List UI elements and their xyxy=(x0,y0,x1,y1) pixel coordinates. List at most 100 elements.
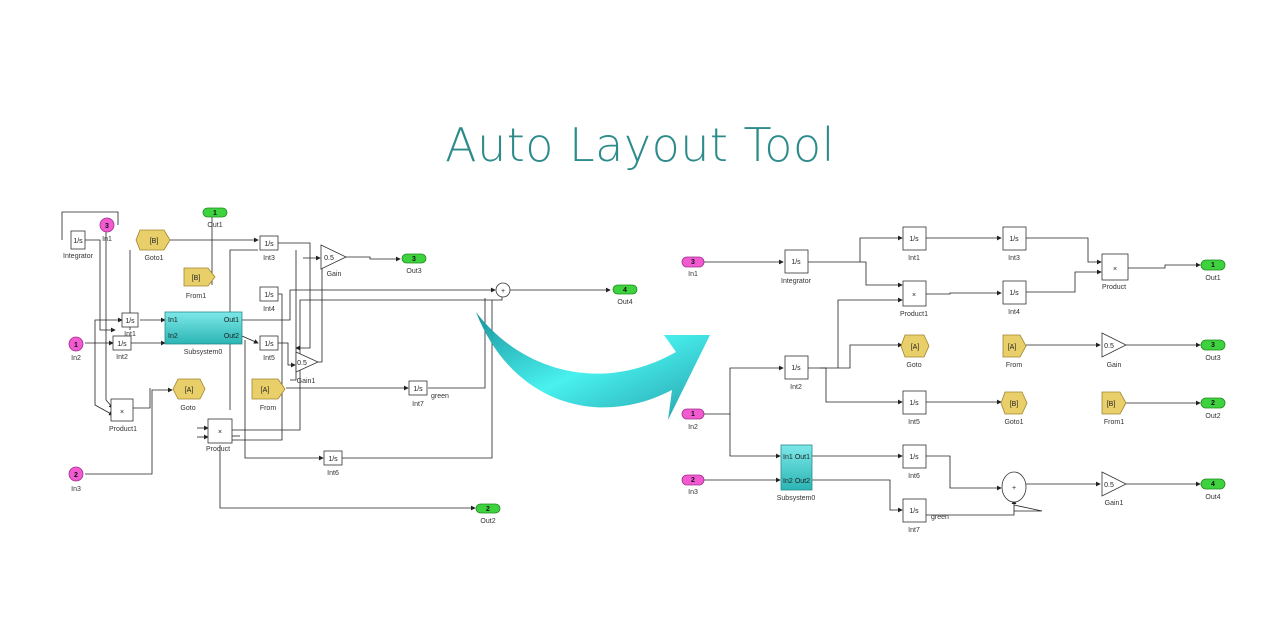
svg-text:Product1: Product1 xyxy=(109,426,137,433)
block-from1-after: [B] From1 xyxy=(1101,391,1127,426)
block-sum: + xyxy=(495,282,511,298)
svg-text:Product: Product xyxy=(1102,284,1126,291)
svg-text:Goto: Goto xyxy=(180,405,195,412)
svg-text:Int4: Int4 xyxy=(263,306,275,313)
svg-text:Goto: Goto xyxy=(906,362,921,369)
svg-text:2: 2 xyxy=(691,477,695,484)
svg-text:1/s: 1/s xyxy=(909,236,919,243)
svg-text:Out1: Out1 xyxy=(224,317,239,324)
svg-text:Out1: Out1 xyxy=(207,222,222,229)
svg-text:1/s: 1/s xyxy=(909,400,919,407)
inport-in1: 3 In1 xyxy=(99,217,115,243)
svg-text:Int3: Int3 xyxy=(263,255,275,262)
svg-text:In2: In2 xyxy=(71,355,81,362)
svg-text:1/s: 1/s xyxy=(264,292,274,299)
transform-arrow-icon xyxy=(476,312,710,420)
svg-text:Int5: Int5 xyxy=(263,355,275,362)
svg-text:[B]: [B] xyxy=(1010,401,1019,408)
block-goto-after: [A] Goto xyxy=(900,334,930,369)
outport-out3: 3 Out3 xyxy=(401,253,427,275)
svg-text:Product1: Product1 xyxy=(900,311,928,318)
svg-text:1/s: 1/s xyxy=(264,241,274,248)
after-blocks: 3 In1 1 In2 2 In3 1 Out1 3 Out3 2 Out2 xyxy=(681,226,1226,534)
svg-text:×: × xyxy=(120,409,124,416)
block-int6: 1/s Int6 xyxy=(323,450,343,477)
svg-text:In1: In1 xyxy=(102,236,112,243)
svg-text:1/s: 1/s xyxy=(413,386,423,393)
block-int1-after: 1/s Int1 xyxy=(902,226,927,262)
svg-text:1: 1 xyxy=(213,210,217,217)
svg-text:×: × xyxy=(218,429,222,436)
svg-text:From: From xyxy=(1006,362,1023,369)
svg-text:Subsystem0: Subsystem0 xyxy=(777,495,816,502)
block-from-after: [A] From xyxy=(1002,334,1027,369)
svg-text:Out1: Out1 xyxy=(1205,275,1220,282)
block-gain1: 0.5 Gain1 xyxy=(295,351,319,385)
svg-text:+: + xyxy=(501,288,505,295)
svg-text:Out2: Out2 xyxy=(480,518,495,525)
svg-text:green: green xyxy=(931,514,949,521)
svg-text:Out4: Out4 xyxy=(1205,494,1220,501)
svg-text:Out2: Out2 xyxy=(224,333,239,340)
block-int2: 1/s Int2 xyxy=(112,335,132,361)
svg-text:1/s: 1/s xyxy=(117,341,127,348)
svg-text:1/s: 1/s xyxy=(791,365,801,372)
block-int3-after: 1/s Int3 xyxy=(1002,226,1027,262)
svg-text:Gain: Gain xyxy=(1107,362,1122,369)
svg-text:4: 4 xyxy=(623,287,627,294)
svg-text:4: 4 xyxy=(1211,481,1215,488)
block-integrator: 1/s Integrator xyxy=(63,230,94,260)
svg-text:Int2: Int2 xyxy=(790,384,802,391)
inport-in1-after: 3 In1 xyxy=(681,256,705,278)
block-int6-after: 1/s Int6 xyxy=(902,444,927,480)
outport-out1-after: 1 Out1 xyxy=(1200,259,1226,282)
svg-text:Product: Product xyxy=(206,446,230,453)
block-gain: 0.5 Gain xyxy=(320,244,347,278)
after-diagram xyxy=(704,235,1201,516)
block-subsystem0: In1 In2 Out1 Out2 Subsystem0 xyxy=(164,311,243,356)
before-blocks: 3 In1 1 In2 2 In3 1 Out1 3 Out3 4 Out4 xyxy=(63,207,638,525)
block-int5: 1/s Int5 xyxy=(259,335,279,362)
svg-text:Subsystem0: Subsystem0 xyxy=(184,349,223,356)
svg-text:Out3: Out3 xyxy=(1205,355,1220,362)
svg-text:Int7: Int7 xyxy=(412,401,424,408)
svg-text:3: 3 xyxy=(412,256,416,263)
svg-text:0.5: 0.5 xyxy=(297,360,307,367)
svg-text:Int4: Int4 xyxy=(1008,309,1020,316)
svg-text:×: × xyxy=(1113,266,1117,273)
svg-text:1/s: 1/s xyxy=(73,238,83,245)
block-sum-after: + xyxy=(1001,471,1027,503)
block-goto1: [B] Goto1 xyxy=(135,229,171,262)
svg-text:3: 3 xyxy=(1211,342,1215,349)
svg-text:1/s: 1/s xyxy=(125,318,135,325)
svg-text:1: 1 xyxy=(691,411,695,418)
svg-text:Out2: Out2 xyxy=(1205,413,1220,420)
outport-out3-after: 3 Out3 xyxy=(1200,339,1226,362)
block-product: × Product xyxy=(206,418,233,453)
svg-text:Out4: Out4 xyxy=(617,299,632,306)
svg-text:In1: In1 xyxy=(688,271,698,278)
outport-out1: 1 Out1 xyxy=(202,207,228,229)
svg-text:0.5: 0.5 xyxy=(1104,343,1114,350)
svg-text:Gain1: Gain1 xyxy=(1105,500,1124,507)
block-product1: × Product1 xyxy=(109,398,137,433)
block-int5-after: 1/s Int5 xyxy=(902,390,927,426)
svg-text:Goto1: Goto1 xyxy=(144,255,163,262)
block-product1-after: × Product1 xyxy=(900,280,928,318)
svg-text:In1: In1 xyxy=(783,454,793,461)
svg-text:2: 2 xyxy=(486,506,490,513)
svg-text:1: 1 xyxy=(1211,262,1215,269)
inport-in3-after: 2 In3 xyxy=(681,474,705,496)
page-title: Auto Layout Tool xyxy=(445,118,835,172)
block-gain-after: 0.5 Gain xyxy=(1101,332,1127,369)
svg-text:Integrator: Integrator xyxy=(781,278,812,285)
svg-text:Out2: Out2 xyxy=(795,478,810,485)
svg-text:3: 3 xyxy=(105,223,109,230)
svg-text:green: green xyxy=(431,393,449,400)
svg-text:In2: In2 xyxy=(168,333,178,340)
svg-text:+: + xyxy=(1012,485,1016,492)
svg-text:0.5: 0.5 xyxy=(1104,482,1114,489)
block-int2-after: 1/s Int2 xyxy=(784,355,809,391)
inport-in2-after: 1 In2 xyxy=(681,408,705,431)
svg-text:[A]: [A] xyxy=(911,344,920,351)
